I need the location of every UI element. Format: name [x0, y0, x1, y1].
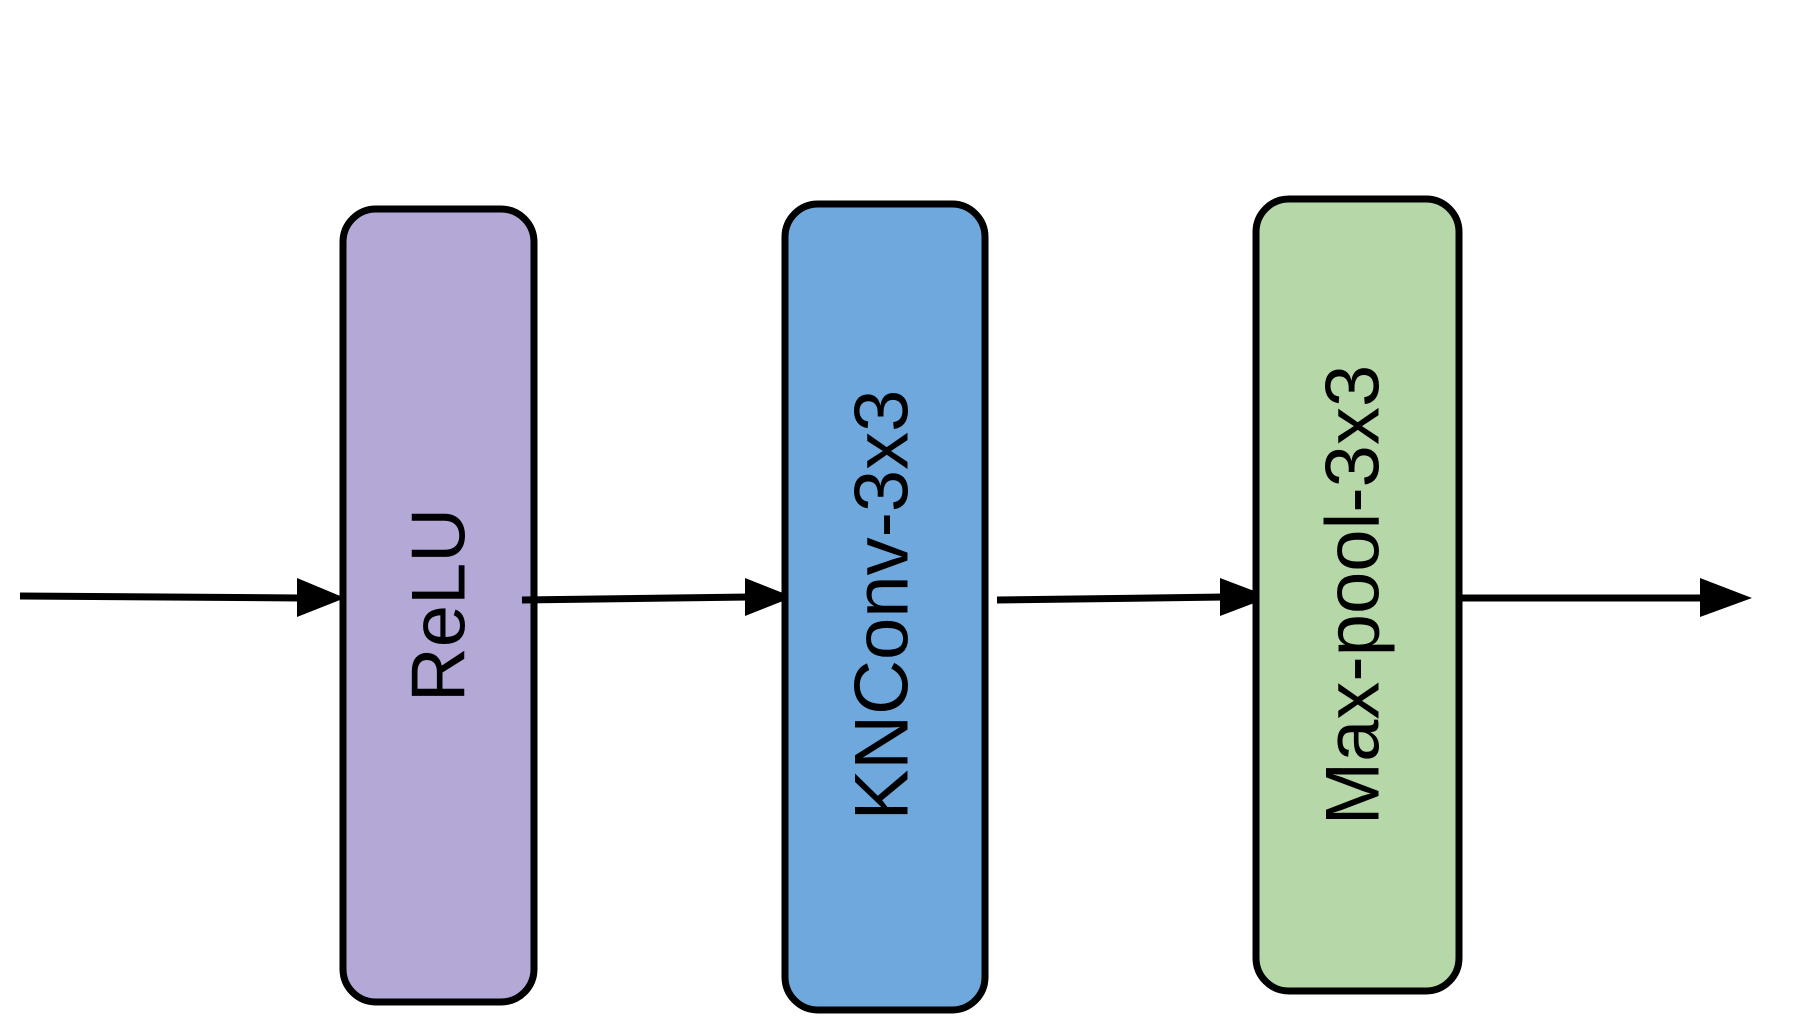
maxpool-label: Max-pool-3x3 — [1311, 365, 1396, 825]
relu-block: ReLU — [339, 205, 538, 1006]
knconv-box — [781, 200, 989, 1014]
maxpool-box — [1252, 195, 1463, 995]
knconv-label: KNConv-3x3 — [840, 390, 925, 821]
output-arrow — [1461, 578, 1752, 617]
input-arrow — [19, 578, 345, 617]
relu-box — [339, 205, 538, 1006]
knconv-block: KNConv-3x3 — [781, 200, 989, 1014]
maxpool-block: Max-pool-3x3 — [1252, 195, 1463, 995]
arrow-knconv-to-maxpool — [996, 578, 1270, 616]
arrow-relu-to-knconv — [521, 578, 793, 616]
relu-label: ReLU — [397, 508, 482, 702]
